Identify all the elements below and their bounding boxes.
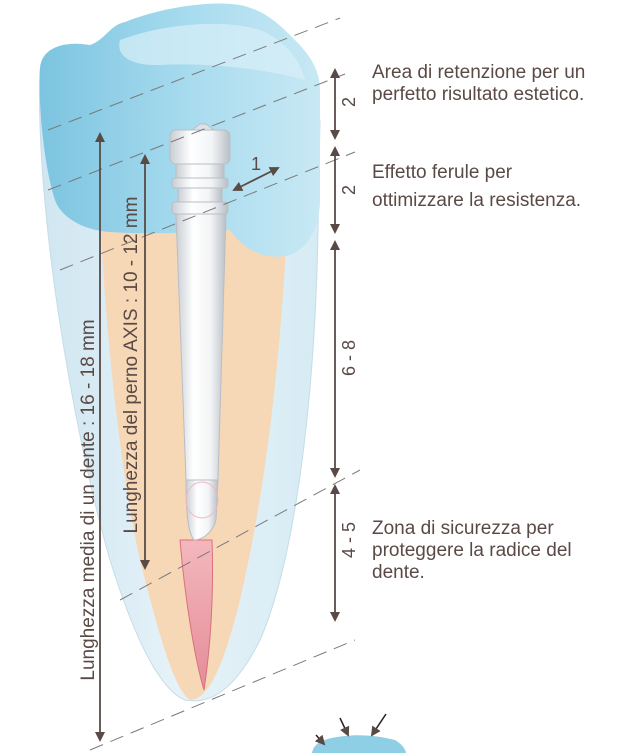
retention-line-1: Area di retenzione per un xyxy=(372,62,586,83)
dim-safety-zone: 4 - 5 xyxy=(339,522,359,558)
root-apex-canal xyxy=(179,539,214,691)
safety-line-1: Zona di sicurezza per xyxy=(372,518,554,539)
safety-line-2: proteggere la radice del xyxy=(372,540,572,561)
tooth-length-label: Lunghezza media di un dente : 16 - 18 mm xyxy=(78,319,99,680)
small-tooth-icon xyxy=(312,713,406,753)
zone-lines xyxy=(47,17,361,751)
post xyxy=(169,123,231,541)
safety-annotation: Zona di sicurezza per proteggere la radi… xyxy=(372,518,572,584)
dim-arrow-ferrule-width xyxy=(232,167,280,191)
length-arrows xyxy=(95,132,150,742)
post-length-label: Lunghezza del perno AXIS : 10 - 12 mm xyxy=(121,197,142,534)
ferrule-line-2: ottimizzare la resistenza. xyxy=(372,190,582,211)
ferrule-line-1: Effetto ferule per xyxy=(372,162,513,183)
retention-annotation: Area di retenzione per un perfetto risul… xyxy=(372,62,585,106)
dim-ferrule-width: 1 xyxy=(251,154,261,174)
dim-ferrule-zone: 2 xyxy=(339,185,359,195)
dimension-arrows xyxy=(232,68,340,622)
dim-post-zone: 6 - 8 xyxy=(339,340,359,376)
ferrule-annotation: Effetto ferule per ottimizzare la resist… xyxy=(372,162,581,212)
dim-crown-zone: 2 xyxy=(339,97,359,107)
crown-highlight xyxy=(119,23,305,80)
retention-line-2: perfetto risultato estetico. xyxy=(372,84,585,105)
safety-line-3: dente. xyxy=(372,562,425,583)
